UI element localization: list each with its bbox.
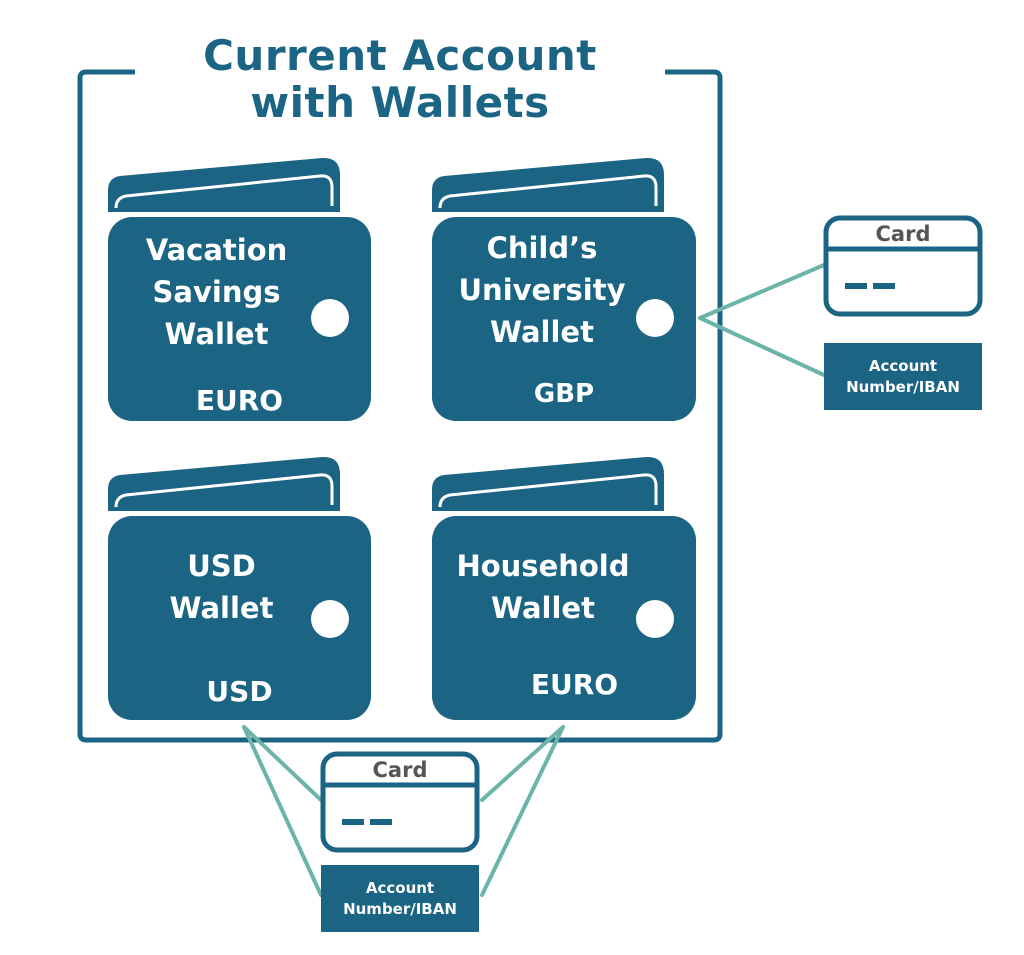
wallet-currency: GBP [533, 379, 595, 409]
account-label: Number/IBAN [846, 377, 960, 396]
right-account-number-box: Account Number/IBAN [824, 343, 982, 410]
connector-usd-account [242, 725, 323, 897]
wallet-label: Household [456, 549, 630, 583]
connector-usd-card [242, 725, 323, 802]
wallet-label: Child’s [486, 231, 598, 265]
title-line-2: with Wallets [250, 78, 550, 127]
wallet-clasp-icon [311, 600, 349, 638]
connector-lines [242, 263, 826, 897]
bottom-account-number-box: Account Number/IBAN [321, 865, 479, 932]
wallet-clasp-icon [311, 299, 349, 337]
bottom-card-icon [320, 751, 480, 853]
wallet-childs-university [432, 157, 696, 421]
wallet-currency: EURO [195, 384, 284, 417]
wallet-label: Savings [152, 275, 281, 309]
wallet-clasp-icon [636, 600, 674, 638]
wallet-currency: USD [206, 675, 273, 708]
account-label: Account [365, 879, 435, 898]
wallet-clasp-icon [636, 299, 674, 337]
bottom-card-label: Card [372, 758, 428, 782]
account-label: Account [868, 357, 938, 376]
wallet-usd [108, 456, 371, 720]
right-card-label: Card [875, 222, 931, 246]
wallet-label: University [458, 273, 626, 307]
wallet-vacation-savings [108, 157, 371, 421]
connector-right-card [698, 263, 826, 320]
account-frame [77, 69, 723, 743]
wallet-currency: EURO [530, 668, 619, 701]
wallet-label: USD [187, 549, 256, 583]
wallet-label: Wallet [490, 315, 594, 349]
wallet-label: Wallet [169, 591, 274, 625]
wallet-label: Vacation [145, 233, 288, 267]
title-line-1: Current Account [203, 31, 597, 80]
account-label: Number/IBAN [343, 899, 457, 918]
wallet-label: Wallet [491, 591, 595, 625]
right-card-icon [823, 215, 983, 317]
connector-right-account [698, 316, 826, 377]
wallet-household [432, 456, 696, 720]
connector-household-card [480, 725, 565, 802]
connector-household-account [480, 725, 565, 897]
wallet-label: Wallet [164, 317, 269, 351]
